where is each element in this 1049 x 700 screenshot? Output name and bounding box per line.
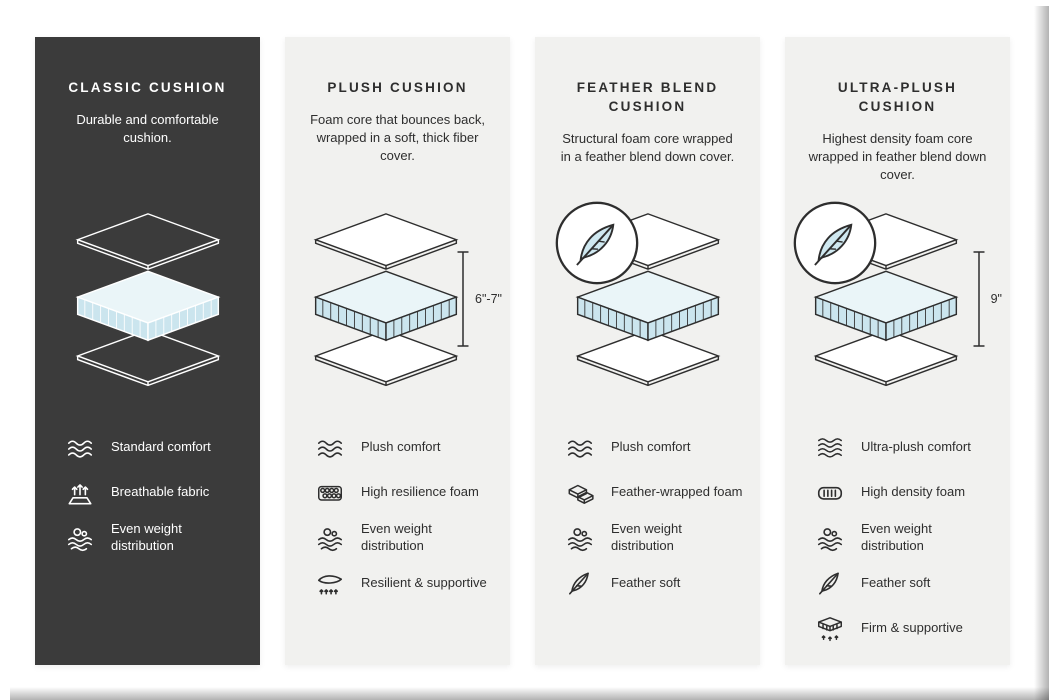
cushion-diagram — [807, 211, 965, 389]
page-edge-shadow-bottom — [10, 687, 1049, 700]
feather-badge-icon — [791, 199, 879, 287]
plush-cushion-panel: PLUSH CUSHION Foam core that bounces bac… — [285, 37, 510, 665]
feature-row: Plush comfort — [315, 431, 496, 464]
feather-blend-cushion-panel: FEATHER BLEND CUSHION Structural foam co… — [535, 37, 760, 665]
feature-label: Plush comfort — [361, 439, 441, 455]
feature-label: Resilient & supportive — [361, 574, 487, 590]
feature-label: High density foam — [861, 484, 966, 500]
measurement-bracket-icon — [972, 249, 986, 349]
cushion-diagram — [569, 211, 727, 389]
feature-list: Standard comfort Breathable fabric Even … — [35, 427, 260, 555]
feature-label: Even weight distribution — [361, 521, 432, 553]
classic-cushion-panel: CLASSIC CUSHION Durable and comfortable … — [35, 37, 260, 665]
feature-row: Ultra-plush comfort — [815, 431, 996, 464]
foam-bricks-icon — [565, 478, 595, 508]
feature-row: Breathable fabric — [65, 476, 246, 509]
feature-label: Standard comfort — [111, 439, 211, 455]
comfort-waves-icon — [315, 433, 345, 463]
height-measurement: 6"-7" — [456, 249, 502, 349]
feature-row: Firm & supportive — [815, 612, 996, 645]
feature-label: Breathable fabric — [111, 484, 210, 500]
feature-row: Plush comfort — [565, 431, 746, 464]
feature-label: Even weight distribution — [111, 521, 182, 553]
feature-row: Resilient & supportive — [315, 567, 496, 600]
cushion-illustration — [35, 197, 260, 427]
feature-row: Standard comfort — [65, 431, 246, 464]
feature-row: Even weight distribution — [65, 521, 246, 555]
feature-label: Feather soft — [861, 574, 931, 590]
feather-icon — [565, 568, 595, 598]
feature-row: Feather soft — [565, 567, 746, 600]
feature-label: Even weight distribution — [611, 521, 682, 553]
firm-support-icon — [815, 613, 845, 643]
feature-label: Feather-wrapped foam — [611, 484, 743, 500]
panel-description: Durable and comfortable cushion. — [76, 111, 219, 146]
weight-distribution-icon — [565, 523, 595, 553]
layered-cushion-drawing — [69, 211, 227, 389]
weight-distribution-icon — [315, 523, 345, 553]
resilient-support-icon — [315, 568, 345, 598]
page-edge-shadow-right — [1034, 6, 1049, 700]
panel-header: PLUSH CUSHION Foam core that bounces bac… — [285, 79, 510, 197]
feature-row: Feather-wrapped foam — [565, 476, 746, 509]
feature-list: Plush comfort High resilience foam Even … — [285, 427, 510, 600]
cushion-diagram — [69, 211, 227, 389]
layered-cushion-drawing — [307, 211, 465, 389]
panel-description: Highest density foam core wrapped in fea… — [808, 130, 987, 183]
panel-title: CLASSIC CUSHION — [68, 80, 227, 95]
feature-row: High resilience foam — [315, 476, 496, 509]
comfort-waves-icon — [565, 433, 595, 463]
panel-description: Foam core that bounces back, wrapped in … — [310, 111, 485, 164]
panel-header: CLASSIC CUSHION Durable and comfortable … — [35, 79, 260, 197]
ultra-plush-cushion-panel: ULTRA-PLUSH CUSHION Highest density foam… — [785, 37, 1010, 665]
cushion-illustration: 9" — [785, 197, 1010, 427]
feature-row: Feather soft — [815, 567, 996, 600]
feather-icon — [815, 568, 845, 598]
weight-distribution-icon — [815, 523, 845, 553]
foam-cells-icon — [315, 478, 345, 508]
feature-row: Even weight distribution — [315, 521, 496, 555]
panel-title: ULTRA-PLUSH CUSHION — [837, 80, 958, 114]
panel-title: PLUSH CUSHION — [327, 80, 468, 95]
feature-list: Ultra-plush comfort High density foam Ev… — [785, 427, 1010, 645]
measurement-label: 6"-7" — [475, 292, 502, 306]
feather-badge-icon — [553, 199, 641, 287]
height-measurement: 9" — [972, 249, 1002, 349]
panel-header: ULTRA-PLUSH CUSHION Highest density foam… — [785, 79, 1010, 197]
cushion-illustration — [535, 197, 760, 427]
infographic: CLASSIC CUSHION Durable and comfortable … — [35, 37, 1010, 665]
panel-title: FEATHER BLEND CUSHION — [576, 80, 719, 114]
feature-label: Firm & supportive — [861, 619, 963, 635]
feature-row: Even weight distribution — [815, 521, 996, 555]
feature-list: Plush comfort Feather-wrapped foam Even … — [535, 427, 760, 600]
feature-label: Feather soft — [611, 574, 681, 590]
cushion-illustration: 6"-7" — [285, 197, 510, 427]
feature-label: High resilience foam — [361, 484, 479, 500]
measurement-label: 9" — [990, 292, 1002, 306]
measurement-bracket-icon — [456, 249, 470, 349]
panel-description: Structural foam core wrapped in a feathe… — [560, 130, 735, 164]
feature-label: Plush comfort — [611, 439, 691, 455]
breathable-fabric-icon — [65, 478, 95, 508]
feature-row: High density foam — [815, 476, 996, 509]
cushion-diagram — [307, 211, 465, 389]
weight-distribution-icon — [65, 523, 95, 553]
density-foam-icon — [815, 478, 845, 508]
feature-row: Even weight distribution — [565, 521, 746, 555]
panel-header: FEATHER BLEND CUSHION Structural foam co… — [535, 79, 760, 197]
comfort-waves-dense-icon — [815, 433, 845, 463]
feature-label: Ultra-plush comfort — [861, 439, 971, 455]
comfort-waves-icon — [65, 433, 95, 463]
feature-label: Even weight distribution — [861, 521, 932, 553]
